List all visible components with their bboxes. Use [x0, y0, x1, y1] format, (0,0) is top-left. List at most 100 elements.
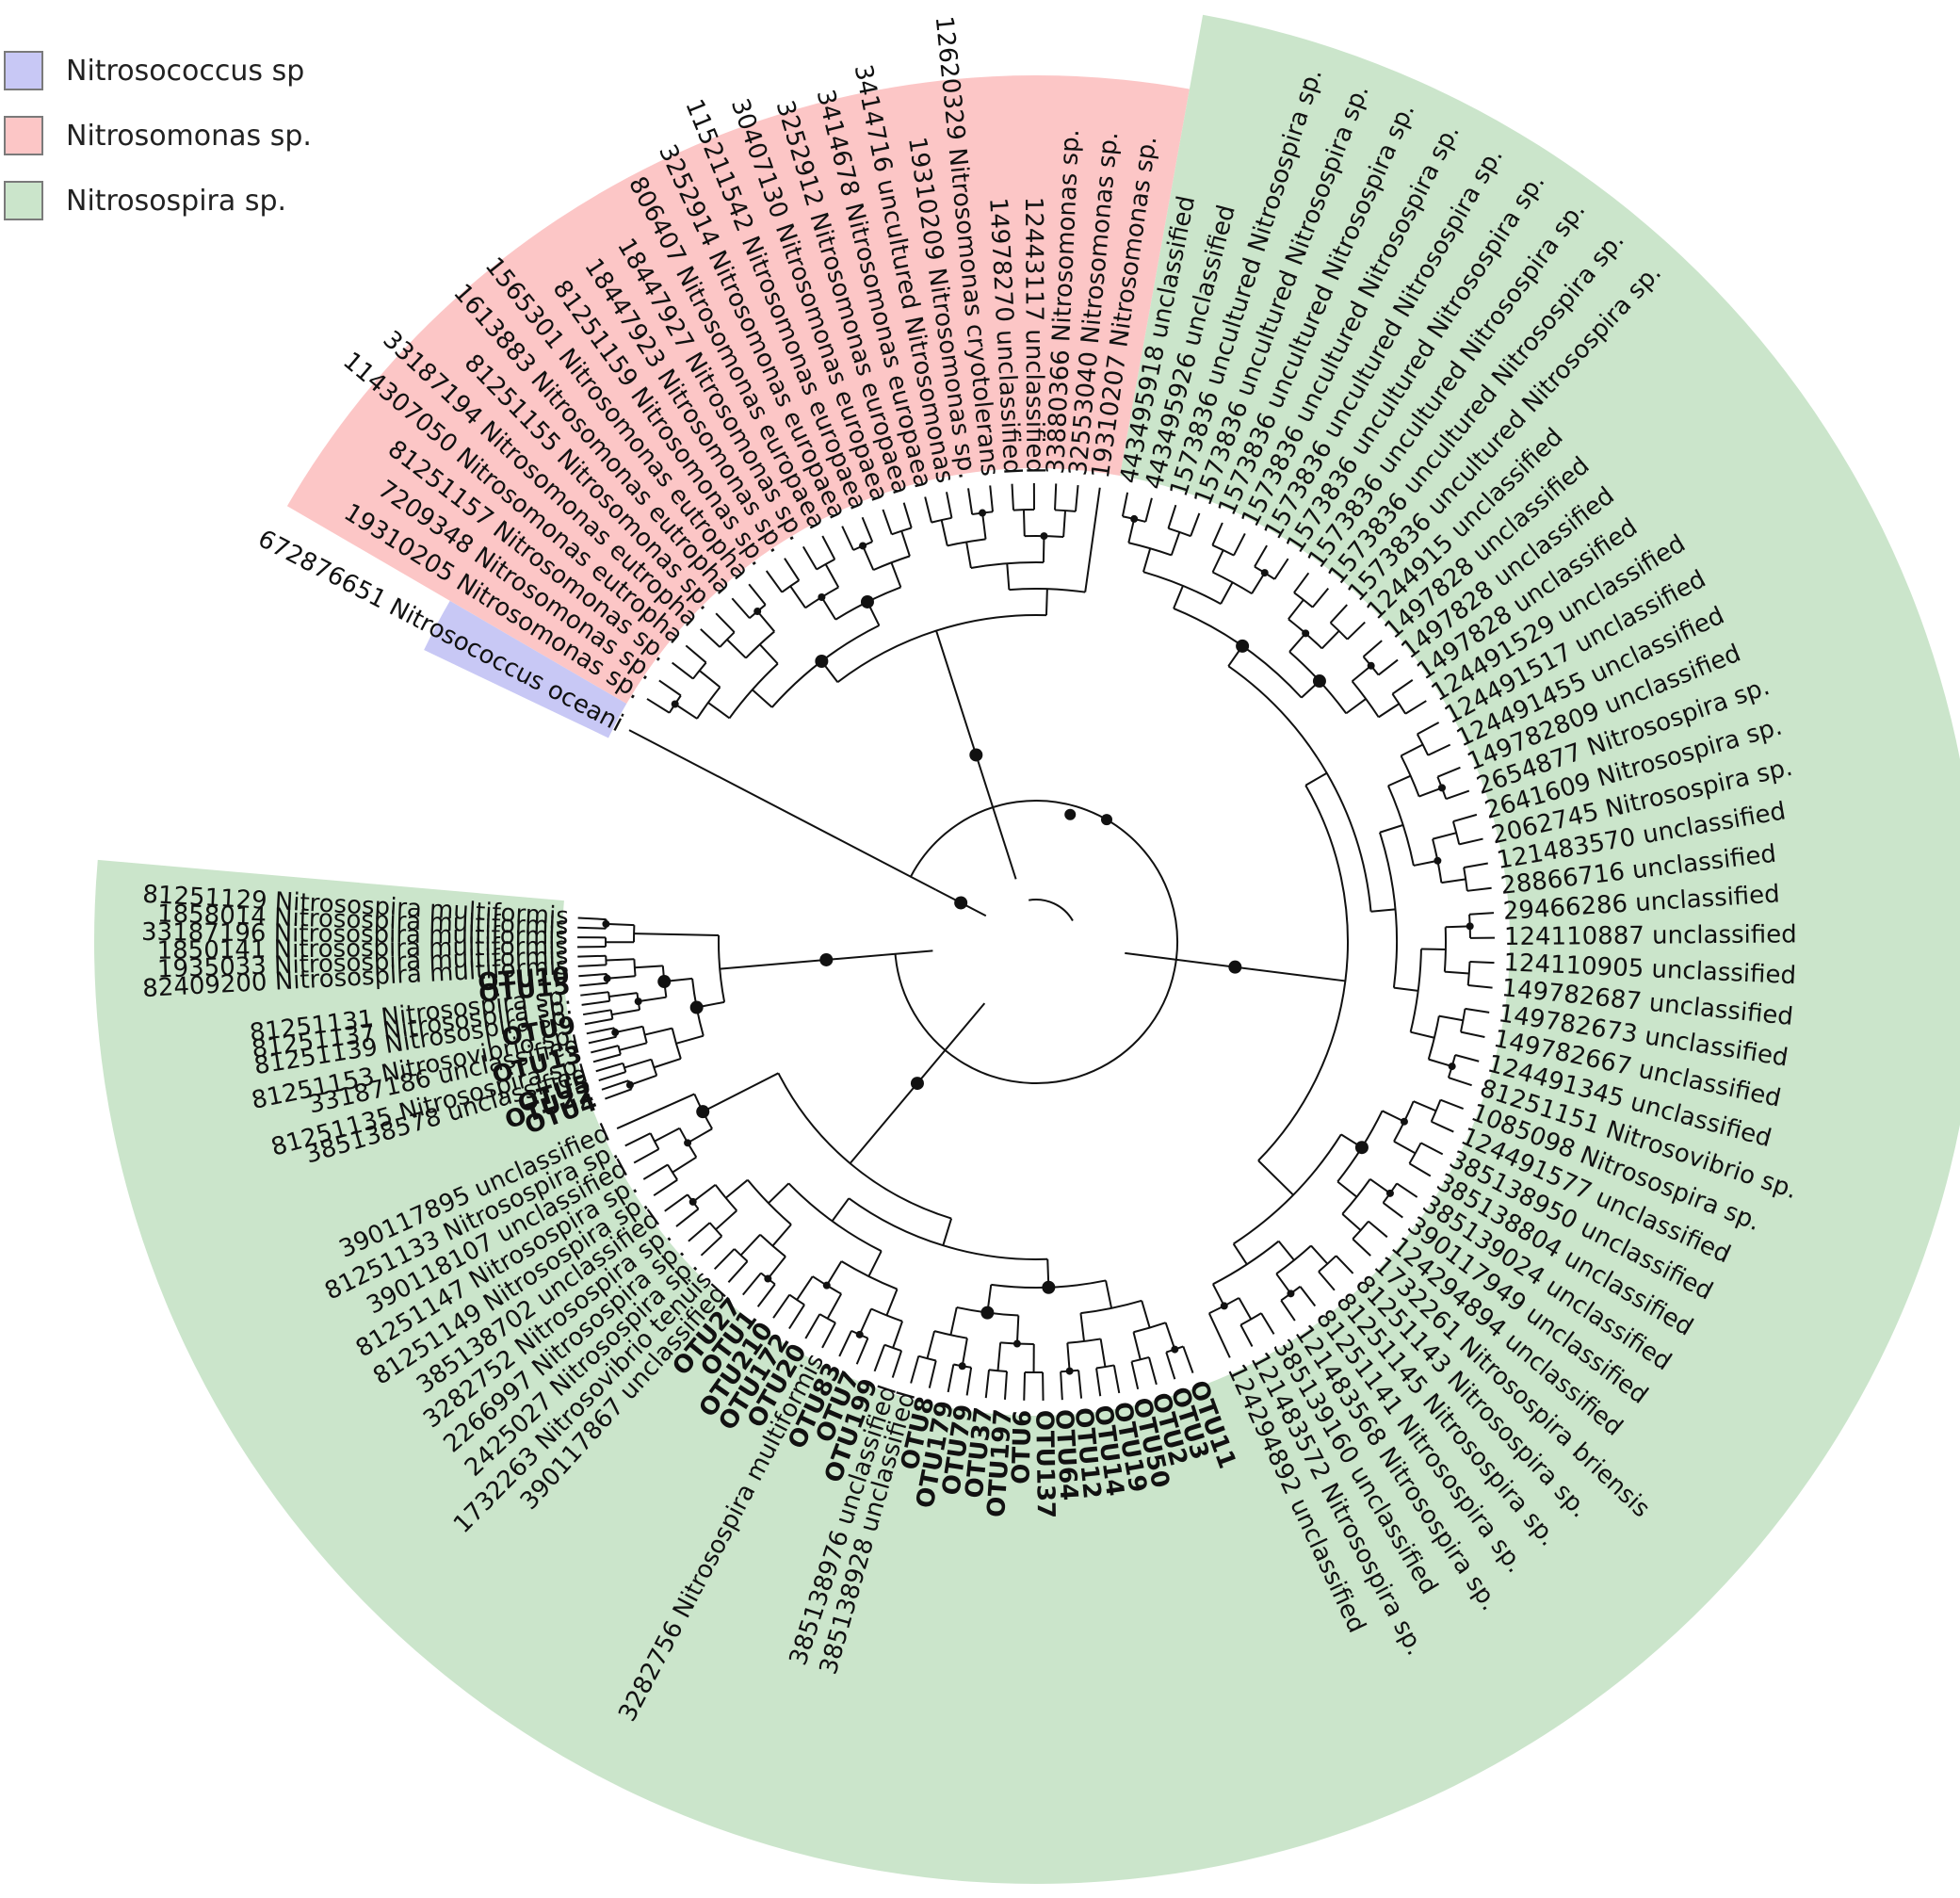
nitrosomonas-branch — [731, 597, 751, 619]
nitrosospira-branch — [949, 1306, 958, 1336]
nitrosospira-branch — [942, 1218, 953, 1246]
nitrosospira-branch — [653, 1178, 678, 1197]
nitrosospira-support-node — [958, 1362, 966, 1371]
nitrosospira-branch — [1003, 1371, 1009, 1400]
nitrosospira-branch — [1182, 1346, 1194, 1373]
nitrosospira-arc — [650, 1059, 658, 1077]
nitrosomonas-branch — [890, 561, 902, 588]
nitrosospira-branch — [1257, 1160, 1294, 1196]
nitrosospira-branch — [1452, 813, 1478, 823]
nitrosospira-support-node — [611, 1029, 620, 1037]
nitrosospira-branch — [1460, 1030, 1485, 1038]
nitrosospira-branch — [1318, 1271, 1336, 1291]
nitrosospira-branch — [687, 1127, 713, 1144]
nitrosomonas-arc — [696, 686, 721, 720]
nitrosospira-branch — [1148, 1356, 1158, 1386]
nitrosospira-branch — [1432, 832, 1457, 840]
nitrosospira-support-node — [1171, 1345, 1179, 1354]
nitrosospira-branch — [654, 1127, 680, 1143]
nitrosospira-branch — [586, 1027, 615, 1035]
nitrosospira-support-node — [625, 1080, 634, 1089]
nitrosospira-branch — [702, 1072, 779, 1113]
nitrosospira-branch — [629, 1074, 657, 1086]
nitrosomonas-branch — [924, 496, 932, 523]
nitrosomonas-branch — [1011, 483, 1014, 511]
nitrosospira-branch — [855, 1338, 869, 1365]
nitrosospira-arc — [933, 1330, 968, 1339]
nitrosospira-arc — [1142, 571, 1222, 605]
nitrosospira-arc — [1341, 1178, 1371, 1215]
nitrosomonas-branch — [882, 509, 893, 535]
nitrosospira-arc — [1211, 543, 1235, 557]
nitrosospira-branch — [1190, 512, 1201, 537]
nitrosospira-branch — [1431, 1120, 1454, 1133]
nitrosococcus-branch — [628, 729, 937, 891]
nitrosospira-support-node — [1354, 1141, 1369, 1155]
nitrosospira-branch — [1099, 1338, 1107, 1368]
nitrosospira-branch — [996, 1342, 1002, 1371]
nitrosomonas-branch — [748, 583, 767, 606]
nitrosospira-branch — [885, 1289, 899, 1316]
nitrosospira-branch — [580, 991, 609, 997]
nitrosospira-branch — [1393, 986, 1418, 992]
legend-label-nitrosospira: Nitrosospira sp. — [66, 184, 287, 218]
nitrosomonas-arc — [745, 630, 775, 659]
nitrosospira-branch — [1391, 679, 1414, 695]
nitrosospira-branch — [579, 981, 608, 987]
nitrosospira-branch — [1112, 1365, 1121, 1394]
nitrosospira-arc — [714, 1184, 738, 1211]
nitrosospira-support-node — [1400, 1117, 1408, 1126]
nitrosospira-support-node — [657, 975, 672, 989]
nitrosospira-branch — [1335, 1255, 1354, 1274]
nitrosospira-arc — [1168, 527, 1191, 538]
nitrosospira-branch — [1254, 544, 1268, 568]
nitrosospira-branch — [1320, 630, 1340, 650]
nitrosomonas-support-node — [860, 594, 874, 608]
nitrosospira-branch — [1341, 1213, 1362, 1231]
nitrosomonas-branch — [674, 703, 698, 720]
nitrosospira-arc — [1239, 1312, 1262, 1326]
taxon-leaf-label: 33187196 Nitrosospira multiformis — [141, 918, 568, 951]
nitrosomonas-branch — [784, 558, 801, 581]
nitrosospira-branch — [1445, 789, 1470, 801]
nitrosospira-branch — [910, 1355, 920, 1384]
nitrosospira-branch — [756, 1283, 776, 1307]
nitrosospira-branch — [1023, 1371, 1027, 1401]
nitrosospira-branch — [1377, 658, 1399, 676]
nitrosospira-branch — [821, 1322, 836, 1349]
nitrosospira-branch — [664, 1193, 688, 1212]
nitrosomonas-branch — [715, 612, 736, 633]
legend-item-nitrosospira: Nitrosospira sp. — [4, 179, 312, 222]
nitrosomonas-branch — [756, 610, 776, 633]
nitrosomonas-arc — [872, 555, 911, 572]
nitrosospira-branch — [771, 1224, 792, 1247]
nitrosospira-branch — [873, 1344, 886, 1372]
nitrosospira-arc — [1391, 693, 1407, 715]
nitrosospira-branch — [1304, 771, 1328, 787]
otu-leaf-label: OTU6 — [1007, 1409, 1037, 1484]
nitrosospira-branch — [768, 1182, 790, 1205]
nitrosospira-branch — [1121, 492, 1129, 517]
nitrosomonas-branch — [726, 639, 747, 659]
nitrosospira-branch — [581, 999, 610, 1006]
nitrosospira-branch — [947, 1364, 955, 1393]
nitrosospira-branch — [1239, 1324, 1254, 1347]
nitrosospira-branch — [1095, 1368, 1102, 1397]
nitrosomonas-branch — [821, 535, 836, 560]
nitrosospira-branch — [1466, 886, 1492, 892]
nitrosospira-branch — [672, 1156, 697, 1174]
nitrosospira-branch — [1165, 1352, 1176, 1380]
nitrosospira-branch — [739, 1234, 761, 1257]
nitrosospira-support-node — [1385, 1189, 1394, 1197]
nitrosomonas-branch — [685, 644, 707, 664]
nitrosospira-branch — [1233, 533, 1246, 557]
nitrosospira-branch — [892, 1321, 903, 1349]
nitrosospira-branch — [1251, 572, 1266, 594]
nitrosospira-arc — [1318, 1255, 1337, 1273]
nitrosomonas-branch — [700, 628, 721, 648]
nitrosospira-branch — [1310, 1244, 1329, 1265]
nitrosospira-branch — [1288, 599, 1304, 620]
nitrosospira-branch — [1418, 787, 1443, 798]
nitrosospira-branch — [1427, 743, 1451, 756]
nitrosomonas-arc — [1012, 509, 1035, 511]
